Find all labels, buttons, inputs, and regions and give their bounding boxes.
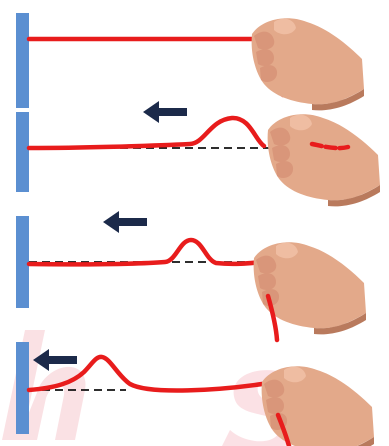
arrow-left-icon	[103, 211, 147, 233]
rope	[29, 118, 264, 148]
hand-icon	[254, 242, 366, 334]
wall-icon	[16, 112, 29, 192]
arrow-left-icon	[143, 101, 187, 123]
rope	[29, 240, 262, 264]
panel-1	[16, 13, 364, 110]
wall-icon	[16, 13, 29, 108]
hand-icon	[252, 18, 364, 110]
hand-icon	[262, 366, 374, 446]
panel-2	[16, 101, 380, 206]
hand-icon	[268, 114, 380, 206]
panel-3	[16, 211, 366, 340]
wall-icon	[16, 342, 29, 434]
wall-icon	[16, 216, 29, 308]
